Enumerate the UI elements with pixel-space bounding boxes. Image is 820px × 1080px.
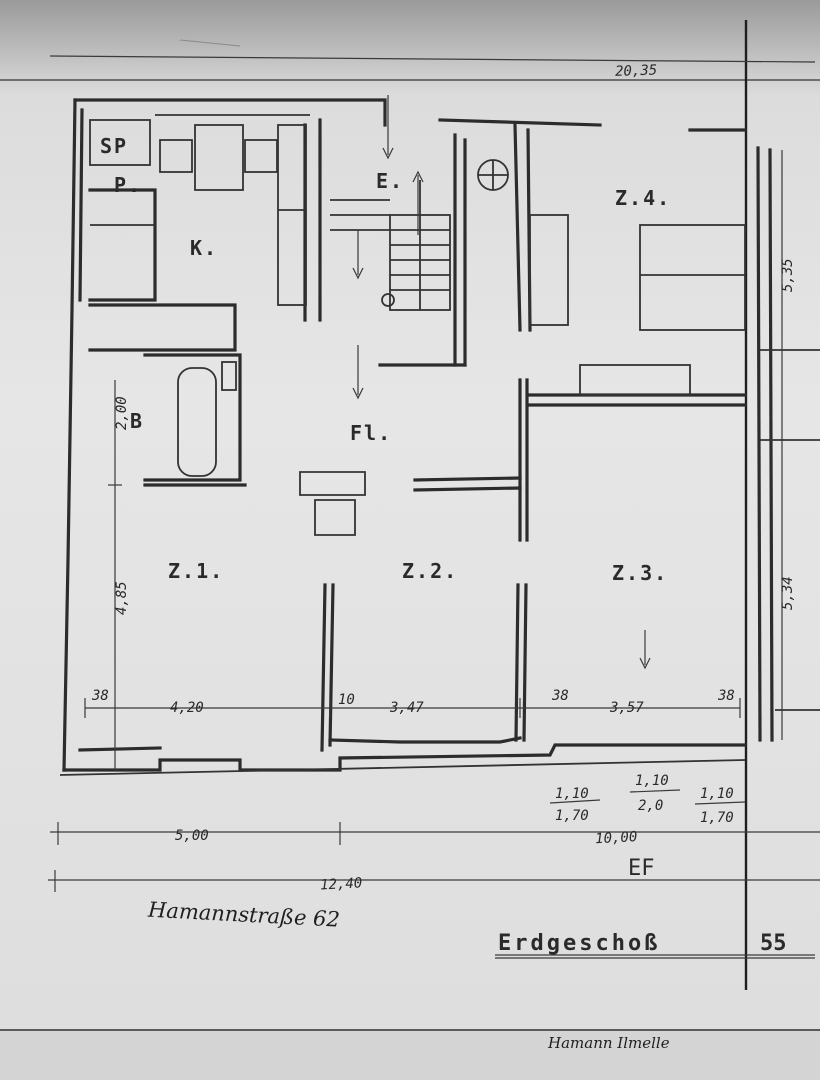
room-label-z3: Z.3. [612,561,668,585]
dim-bottom-overall: 12,40 [320,875,363,893]
mark-ef: EF [628,856,655,881]
room4-fixtures [477,159,746,396]
room-label-z4: Z.4. [615,186,671,210]
dim-height-room1: 4,85 [114,581,130,615]
window-1-top: 1,10 [555,786,589,802]
room-label-corridor: E. [376,169,404,193]
window-2-bottom: 2,0 [638,798,663,814]
kitchen-fixtures [89,114,310,306]
dim-room1-width: 4,20 [170,700,204,716]
window-3-top: 1,10 [700,786,734,802]
dim-wall-mid2: 38 [551,688,569,704]
signature: Hamann Ilmelle [547,1034,670,1052]
dim-right-upper: 5,35 [780,258,796,292]
window-fraction-1: 1,10 1,70 [549,786,601,824]
dim-wall-right: 38 [717,688,735,704]
window-fraction-3: 1,10 1,70 [694,786,746,826]
dim-room3-width: 3,57 [609,700,644,716]
outer-walls [59,98,747,776]
dim-bottom-mid: 10,00 [595,829,638,847]
window-fraction-2: 1,10 2,0 [629,773,681,814]
bathtub [177,361,237,477]
room-label-kitchen: K. [190,236,218,260]
room-label-hall: Fl. [350,421,392,445]
window-3-bottom: 1,70 [700,810,734,826]
dim-room2-width: 3,47 [389,700,424,716]
dim-wall-left: 38 [91,688,109,704]
dim-right-lower: 5,34 [780,576,796,610]
dim-overall-top: 20,35 [615,62,658,79]
room-label-top-left: SP [100,134,128,158]
address-handwritten: Hamannstraße 62 [147,898,341,932]
entrance-arrows [352,95,651,670]
room-label-bath: B [130,409,144,433]
drawing-title-suffix: 55 [760,931,787,956]
dim-height-bath: 2,00 [114,396,130,430]
window-1-bottom: 1,70 [555,808,589,824]
overall-dimension-lines [48,822,820,959]
room-label-pantry: P. [114,173,142,197]
top-dimension-line [49,39,816,63]
staircase [330,180,451,311]
room-label-z1: Z.1. [168,559,224,583]
drawing-title: Erdgeschoß [498,931,660,956]
dim-bottom-left: 5,00 [175,828,209,844]
dim-wall-mid1: 10 [338,692,355,708]
room-dimension-line [84,150,783,770]
room-label-z2: Z.2. [402,559,458,583]
window-2-top: 1,10 [635,773,669,789]
bottom-strip [0,1030,820,1080]
interior-walls [88,118,820,752]
